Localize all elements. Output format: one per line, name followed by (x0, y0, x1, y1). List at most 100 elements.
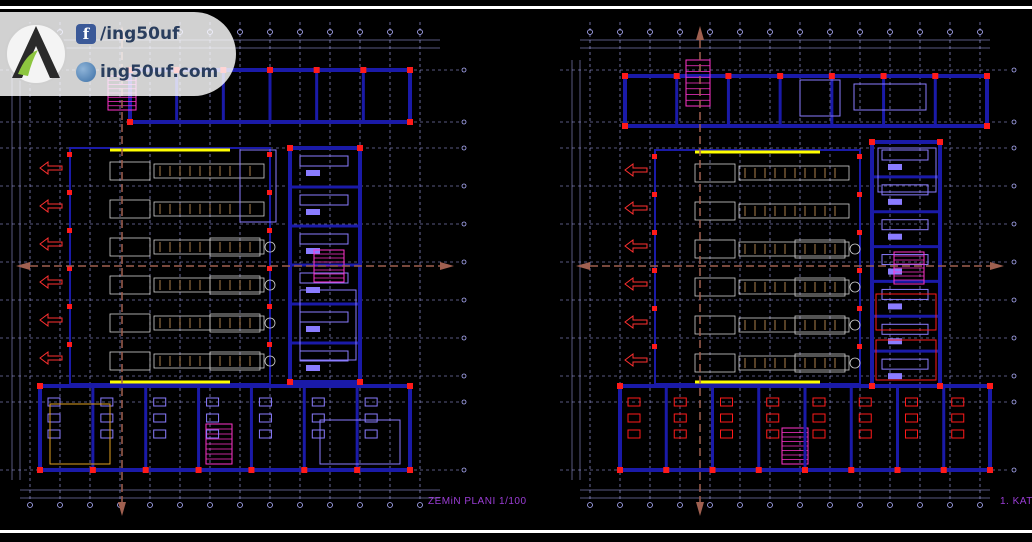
truck-icon (694, 239, 861, 259)
logo-mark-icon (5, 23, 67, 85)
structural-column (67, 228, 72, 233)
structural-column (67, 190, 72, 195)
furniture-block (951, 397, 965, 407)
truck-cab (109, 161, 151, 181)
furniture-block (299, 272, 349, 284)
furniture-block (306, 209, 320, 215)
furniture-block (720, 429, 733, 439)
grid-bubble (27, 502, 33, 508)
grid-bubble (767, 502, 773, 508)
grid-bubble (977, 502, 983, 508)
website-url: ing50uf.com (100, 62, 219, 82)
grid-bubble (357, 29, 363, 35)
grid-bubble (707, 502, 713, 508)
furniture-block (812, 397, 826, 407)
exit-arrow-icon (39, 237, 63, 251)
section-marker-icon (118, 502, 126, 516)
structural-column (857, 192, 862, 197)
structural-column (354, 467, 361, 473)
furniture-block (905, 429, 918, 439)
furniture-block (881, 149, 929, 161)
truck-trailer (794, 315, 846, 335)
furniture-block (905, 397, 918, 407)
truck-cab (694, 277, 736, 297)
truck-body (738, 355, 850, 371)
grid-bubble (797, 502, 803, 508)
structural-column (267, 67, 273, 73)
grid-bubble (917, 502, 923, 508)
structural-column (755, 467, 762, 473)
furniture-block (627, 413, 641, 423)
structural-column (617, 383, 623, 389)
truck-body (738, 317, 850, 333)
structural-column (987, 383, 993, 389)
section-marker-icon (696, 502, 704, 516)
furniture-block (100, 429, 114, 439)
grid-bubble (887, 502, 893, 508)
watermark-banner: f /ing50uf ing50uf.com (0, 12, 236, 96)
furniture-block (951, 413, 965, 423)
truck-body (738, 165, 850, 181)
grid-bubble (461, 297, 467, 303)
exit-arrow-icon (624, 201, 648, 215)
grid-bubble (461, 335, 467, 341)
furniture-block (364, 413, 378, 423)
grid-bubble (947, 502, 953, 508)
grid-bubble (177, 502, 183, 508)
grid-bubble (947, 29, 953, 35)
furniture-block (627, 397, 641, 407)
structural-column (67, 266, 72, 271)
structural-column (407, 119, 413, 125)
grid-bubble (647, 502, 653, 508)
grid-bubble (147, 502, 153, 508)
section-marker-icon (990, 262, 1004, 270)
grid-bubble (207, 502, 213, 508)
truck-cab (109, 199, 151, 219)
structural-column (984, 73, 990, 79)
grid-bubble (1011, 297, 1017, 303)
structural-column (932, 73, 939, 79)
exit-arrow-icon (39, 313, 63, 327)
furniture-block (49, 403, 111, 465)
grid-bubble (1011, 221, 1017, 227)
grid-bubble (297, 29, 303, 35)
truck-cab (694, 201, 736, 221)
truck-trailer (209, 351, 261, 371)
structural-column (869, 139, 875, 145)
grid-bubble (327, 29, 333, 35)
furniture-block (888, 268, 902, 275)
truck-icon (694, 353, 861, 373)
grid-bubble (797, 29, 803, 35)
furniture-block (306, 170, 320, 176)
furniture-block (875, 339, 937, 381)
grid-bubble (461, 399, 467, 405)
grid-bubble (917, 29, 923, 35)
truck-cab (694, 239, 736, 259)
grid-bubble (267, 502, 273, 508)
grid-bubble (297, 502, 303, 508)
truck-icon (694, 277, 861, 297)
website-link[interactable]: ing50uf.com (76, 62, 218, 82)
truck-body (738, 203, 850, 219)
truck-wheel (264, 317, 276, 329)
structural-column (857, 230, 862, 235)
structural-column (828, 73, 835, 79)
exit-arrow-icon (624, 277, 648, 291)
structural-column (652, 344, 657, 349)
furniture-block (299, 311, 349, 323)
bottom-border-line (0, 530, 1032, 533)
grid-bubble (461, 67, 467, 73)
structural-column (195, 467, 202, 473)
grid-bubble (461, 221, 467, 227)
stair-block (313, 249, 345, 283)
structural-column (857, 268, 862, 273)
exit-arrow-icon (39, 199, 63, 213)
grid-bubble (461, 467, 467, 473)
facebook-link[interactable]: f /ing50uf (76, 24, 179, 44)
grid-bubble (1011, 467, 1017, 473)
furniture-block (311, 429, 325, 439)
furniture-block (153, 429, 167, 439)
first-floor-plan (560, 22, 1017, 516)
structural-column (89, 467, 96, 473)
